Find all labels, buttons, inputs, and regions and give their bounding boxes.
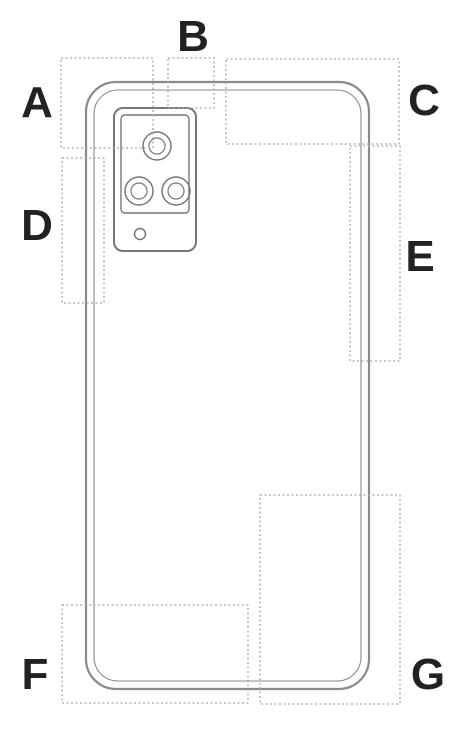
callout-label-f: F [21,650,49,699]
callout-label-e: E [405,232,435,281]
callout-label-b: B [177,12,209,61]
camera-module-glass [120,114,190,214]
callout-label-g: G [410,650,446,699]
flash-icon [133,227,147,241]
camera-lens-second [124,176,154,206]
camera-lens-main [142,131,172,161]
phone-body-inner-edge [93,89,362,682]
callout-regions [60,57,401,705]
callout-box-f [61,604,249,704]
callout-label-c: C [408,76,440,125]
callout-box-e [349,145,401,362]
camera-module-housing [113,107,197,252]
callout-label-d: D [21,201,53,250]
phone-body [84,80,371,691]
callout-box-c [225,58,400,145]
camera-module [113,107,197,252]
callout-box-a [60,57,154,149]
callout-box-b [167,57,215,109]
camera-lens-third [161,176,191,206]
phone-body-outer-edge [84,80,371,691]
callout-label-a: A [21,78,53,127]
callout-box-g [259,494,401,705]
callout-box-d [61,157,105,304]
